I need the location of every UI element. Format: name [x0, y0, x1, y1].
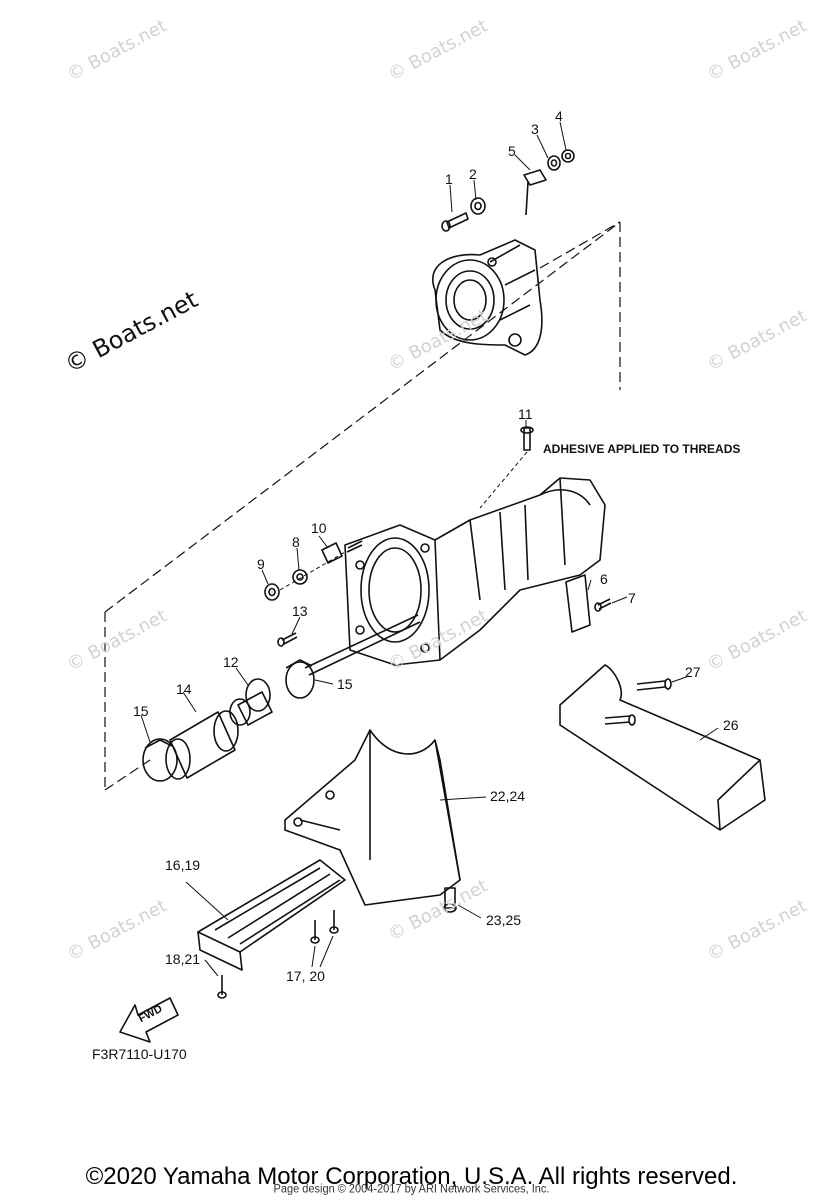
- plate-5-icon: [523, 169, 547, 216]
- callout-11: 11: [518, 406, 533, 422]
- bolt-1-icon: [441, 212, 469, 232]
- callout-15-right: 15: [337, 676, 353, 692]
- callout-15-left: 15: [133, 703, 149, 719]
- screw-17-20-right-icon: [329, 910, 339, 934]
- callout-14: 14: [176, 681, 192, 697]
- screw-18-21-icon: [217, 975, 227, 999]
- jet-pump-housing-upper: [432, 239, 543, 356]
- washer-8-icon: [292, 569, 308, 585]
- callout-9: 9: [257, 556, 265, 572]
- callout-26: 26: [723, 717, 739, 733]
- intake-duct-22-24-icon: [284, 729, 461, 906]
- hose-clamp-15-right-icon: [285, 659, 315, 699]
- callout-10: 10: [311, 520, 327, 536]
- stud-icon: [346, 540, 363, 553]
- coupler-12-icon: [229, 678, 273, 726]
- callout-16-19: 16,19: [165, 857, 201, 873]
- callout-7: 7: [628, 590, 636, 606]
- callout-2: 2: [469, 166, 477, 182]
- hose-clamp-15-left-icon: [142, 738, 178, 782]
- leader-lines: [140, 121, 719, 977]
- plate-10-icon: [321, 542, 343, 564]
- callout-8: 8: [292, 534, 300, 550]
- nut-4-icon: [561, 149, 575, 163]
- callout-18-21: 18,21: [165, 951, 201, 967]
- drive-shaft: [304, 614, 421, 676]
- forward-arrow-icon: [119, 997, 179, 1043]
- bolt-7-icon: [594, 598, 612, 612]
- plate-26-icon: [559, 664, 766, 831]
- bolt-23-25-icon: [443, 887, 457, 913]
- bolt-27-lower-icon: [604, 714, 636, 726]
- callout-22-24: 22,24: [490, 788, 526, 804]
- washer-3-icon: [547, 155, 561, 171]
- screw-13-icon: [277, 632, 298, 647]
- jet-pump-body: [344, 477, 606, 666]
- bolt-11-icon: [520, 426, 534, 451]
- nut-9-icon: [264, 583, 280, 601]
- intake-grate-16-19-icon: [197, 859, 346, 971]
- callout-27: 27: [685, 664, 701, 680]
- callout-12: 12: [223, 654, 239, 670]
- callout-6: 6: [600, 571, 608, 587]
- callout-13: 13: [292, 603, 308, 619]
- diagram-code: F3R7110-U170: [92, 1046, 187, 1062]
- callout-4: 4: [555, 108, 563, 124]
- callout-3: 3: [531, 121, 539, 137]
- exploded-view-outline: [104, 221, 621, 791]
- screw-17-20-left-icon: [310, 920, 320, 944]
- washer-2-icon: [470, 197, 486, 215]
- callout-5: 5: [508, 143, 516, 159]
- plate-6-icon: [565, 574, 591, 633]
- callout-1: 1: [445, 171, 453, 187]
- adhesive-note: ADHESIVE APPLIED TO THREADS: [543, 442, 741, 456]
- callout-17-20: 17, 20: [286, 968, 325, 984]
- copyright-notice: ©2020 Yamaha Motor Corporation, U.S.A. A…: [85, 1163, 738, 1190]
- page-design-credit: Page design © 2004-2017 by ARI Network S…: [273, 1182, 550, 1196]
- bolt-27-upper-icon: [636, 678, 672, 691]
- hose-14-icon: [165, 710, 239, 780]
- callout-23-25: 23,25: [486, 912, 522, 928]
